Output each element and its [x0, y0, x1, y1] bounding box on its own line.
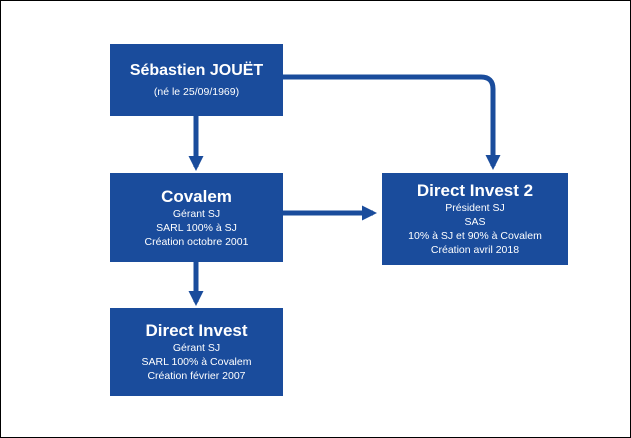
node-line: Création avril 2018	[430, 244, 520, 256]
node-sebastien-jouet: Sébastien JOUËT (né le 25/09/1969)	[110, 44, 283, 116]
node-line: Création octobre 2001	[144, 235, 249, 248]
node-line: Gérant SJ	[172, 342, 221, 354]
node-direct-invest: Direct Invest Gérant SJ SARL 100% à Cova…	[110, 308, 283, 396]
edge-sebastien-to-direct-invest-2	[283, 74, 501, 170]
node-line: Président SJ	[445, 202, 505, 214]
node-covalem: Covalem Gérant SJ SARL 100% à SJ Créatio…	[110, 173, 283, 262]
node-title: Direct Invest 2	[416, 181, 534, 200]
node-line: Gérant SJ	[172, 207, 221, 220]
node-direct-invest-2: Direct Invest 2 Président SJ SAS 10% à S…	[382, 173, 568, 265]
node-title: Covalem	[161, 186, 232, 206]
node-line: 10% à SJ et 90% à Covalem	[408, 230, 542, 242]
node-line: SARL 100% à SJ	[156, 221, 237, 234]
node-line: Création février 2007	[147, 370, 246, 382]
node-title: Sébastien JOUËT	[129, 62, 264, 79]
node-title: Direct Invest	[145, 321, 248, 340]
node-line: SAS	[464, 216, 486, 228]
node-line: (né le 25/09/1969)	[153, 86, 240, 98]
node-line: SARL 100% à Covalem	[141, 356, 252, 368]
